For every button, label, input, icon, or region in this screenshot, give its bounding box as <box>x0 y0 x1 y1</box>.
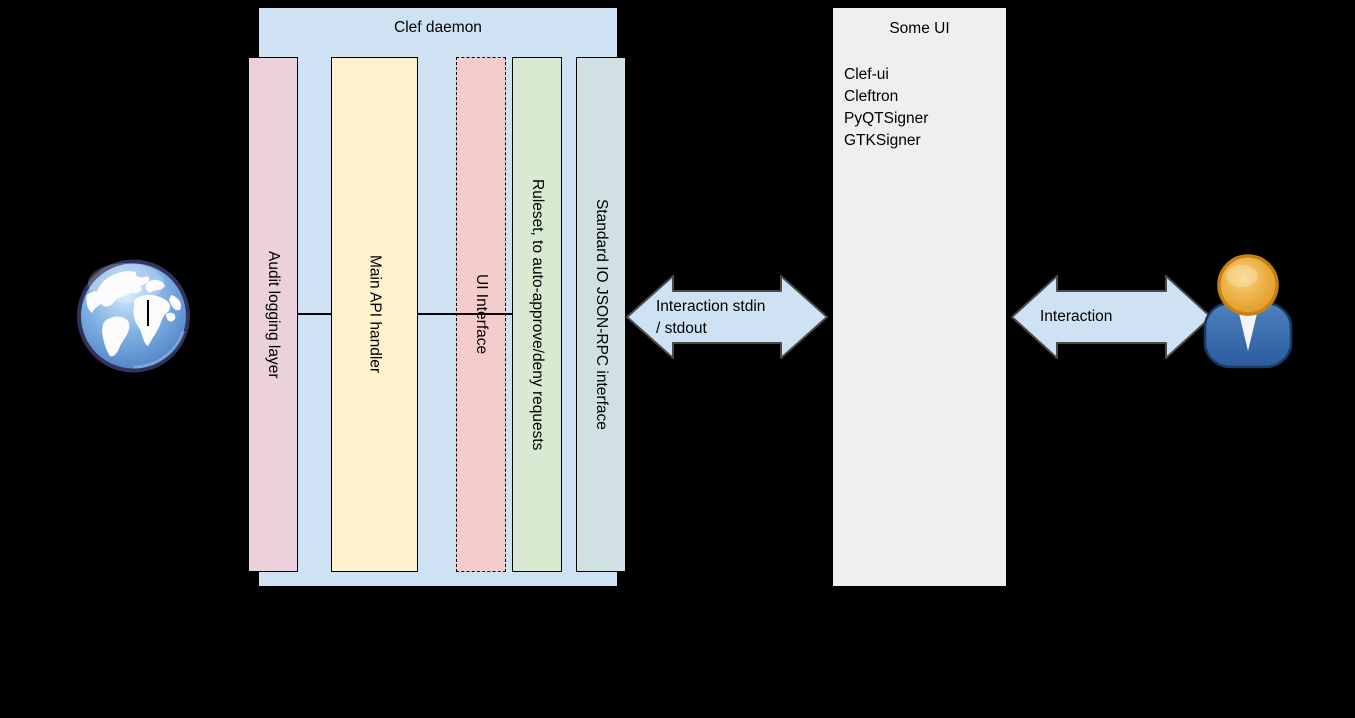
arrow-daemon-ui <box>626 275 828 359</box>
user-icon <box>1203 254 1293 369</box>
layer-ruleset: Ruleset, to auto-approve/deny requests <box>512 57 562 572</box>
cursor-tick <box>147 300 149 326</box>
clef-daemon-group: Clef daemon Audit logging layer Main API… <box>248 7 626 588</box>
arrow-daemon-ui-label-line1: Interaction stdin <box>656 298 766 315</box>
some-ui-item: Cleftron <box>844 88 899 105</box>
layer-stdio-jsonrpc-label: Standard IO JSON-RPC interface <box>593 199 610 430</box>
layer-main-api-handler-label: Main API handler <box>366 255 384 374</box>
some-ui-group: Some UI Clef-ui Cleftron PyQTSigner GTKS… <box>832 7 1007 587</box>
arrow-daemon-ui-label: Interaction stdin / stdout <box>656 296 765 340</box>
arrow-daemon-ui-label-line2: / stdout <box>656 320 707 337</box>
connector-line-audit-api <box>297 313 332 315</box>
layer-main-api-handler: Main API handler <box>331 57 418 572</box>
globe-icon <box>77 259 190 373</box>
connector-line-api-ruleset <box>417 313 513 315</box>
some-ui-list: Clef-ui Cleftron PyQTSigner GTKSigner <box>844 64 1004 152</box>
some-ui-item: PyQTSigner <box>844 110 929 127</box>
clef-daemon-title: Clef daemon <box>394 19 482 36</box>
arrow-ui-user-label: Interaction <box>1040 308 1113 325</box>
layer-audit-logging: Audit logging layer <box>248 57 298 572</box>
some-ui-item: GTKSigner <box>844 132 921 149</box>
some-ui-box <box>832 7 1007 587</box>
layer-ruleset-label: Ruleset, to auto-approve/deny requests <box>529 178 546 451</box>
layer-audit-logging-label: Audit logging layer <box>265 250 282 379</box>
some-ui-title: Some UI <box>889 20 950 37</box>
layer-stdio-jsonrpc: Standard IO JSON-RPC interface <box>576 57 626 572</box>
some-ui-item: Clef-ui <box>844 66 889 83</box>
clef-daemon-box <box>258 7 618 587</box>
